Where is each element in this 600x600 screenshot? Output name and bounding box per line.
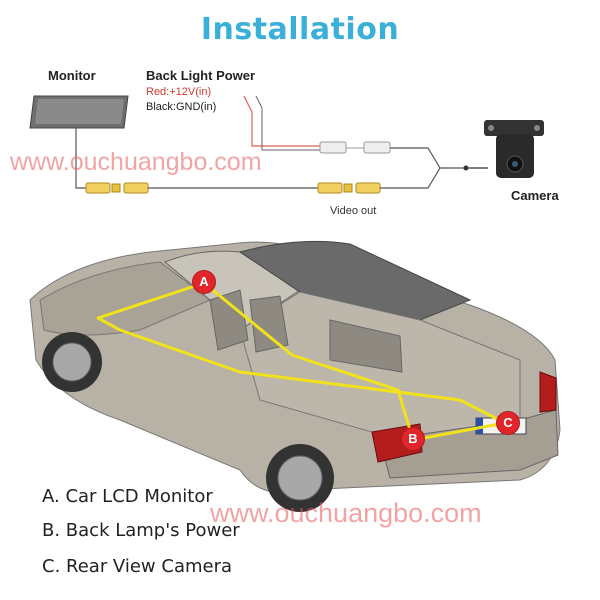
video-out-label: Video out <box>330 205 377 217</box>
red-wire-label: Red:+12V(in) <box>146 86 212 98</box>
black-wire-label: Black:GND(in) <box>146 101 217 113</box>
marker-b: B <box>401 427 425 451</box>
marker-a: A <box>192 270 216 294</box>
marker-c: C <box>496 411 520 435</box>
monitor-illustration <box>29 95 129 129</box>
monitor-label: Monitor <box>48 68 96 83</box>
legend-item-monitor: A. Car LCD Monitor <box>42 486 213 507</box>
wiring-route-line <box>96 281 507 442</box>
watermark-top: www.ouchuangbo.com <box>10 148 262 176</box>
page-title: Installation <box>200 12 400 47</box>
camera-illustration <box>484 120 544 178</box>
power-wire-red <box>243 95 320 147</box>
power-wire-black <box>255 95 320 151</box>
car-illustration <box>29 240 561 512</box>
rca-connector-right <box>317 182 381 194</box>
power-connector <box>319 141 391 154</box>
legend-item-lamp-power: B. Back Lamp's Power <box>42 520 240 541</box>
camera-label: Camera <box>511 188 559 203</box>
rca-connector-left <box>85 182 149 194</box>
legend-item-camera: C. Rear View Camera <box>42 556 233 577</box>
watermark-bottom: www.ouchuangbo.com <box>210 498 482 528</box>
back-light-power-label: Back Light Power <box>146 68 256 83</box>
